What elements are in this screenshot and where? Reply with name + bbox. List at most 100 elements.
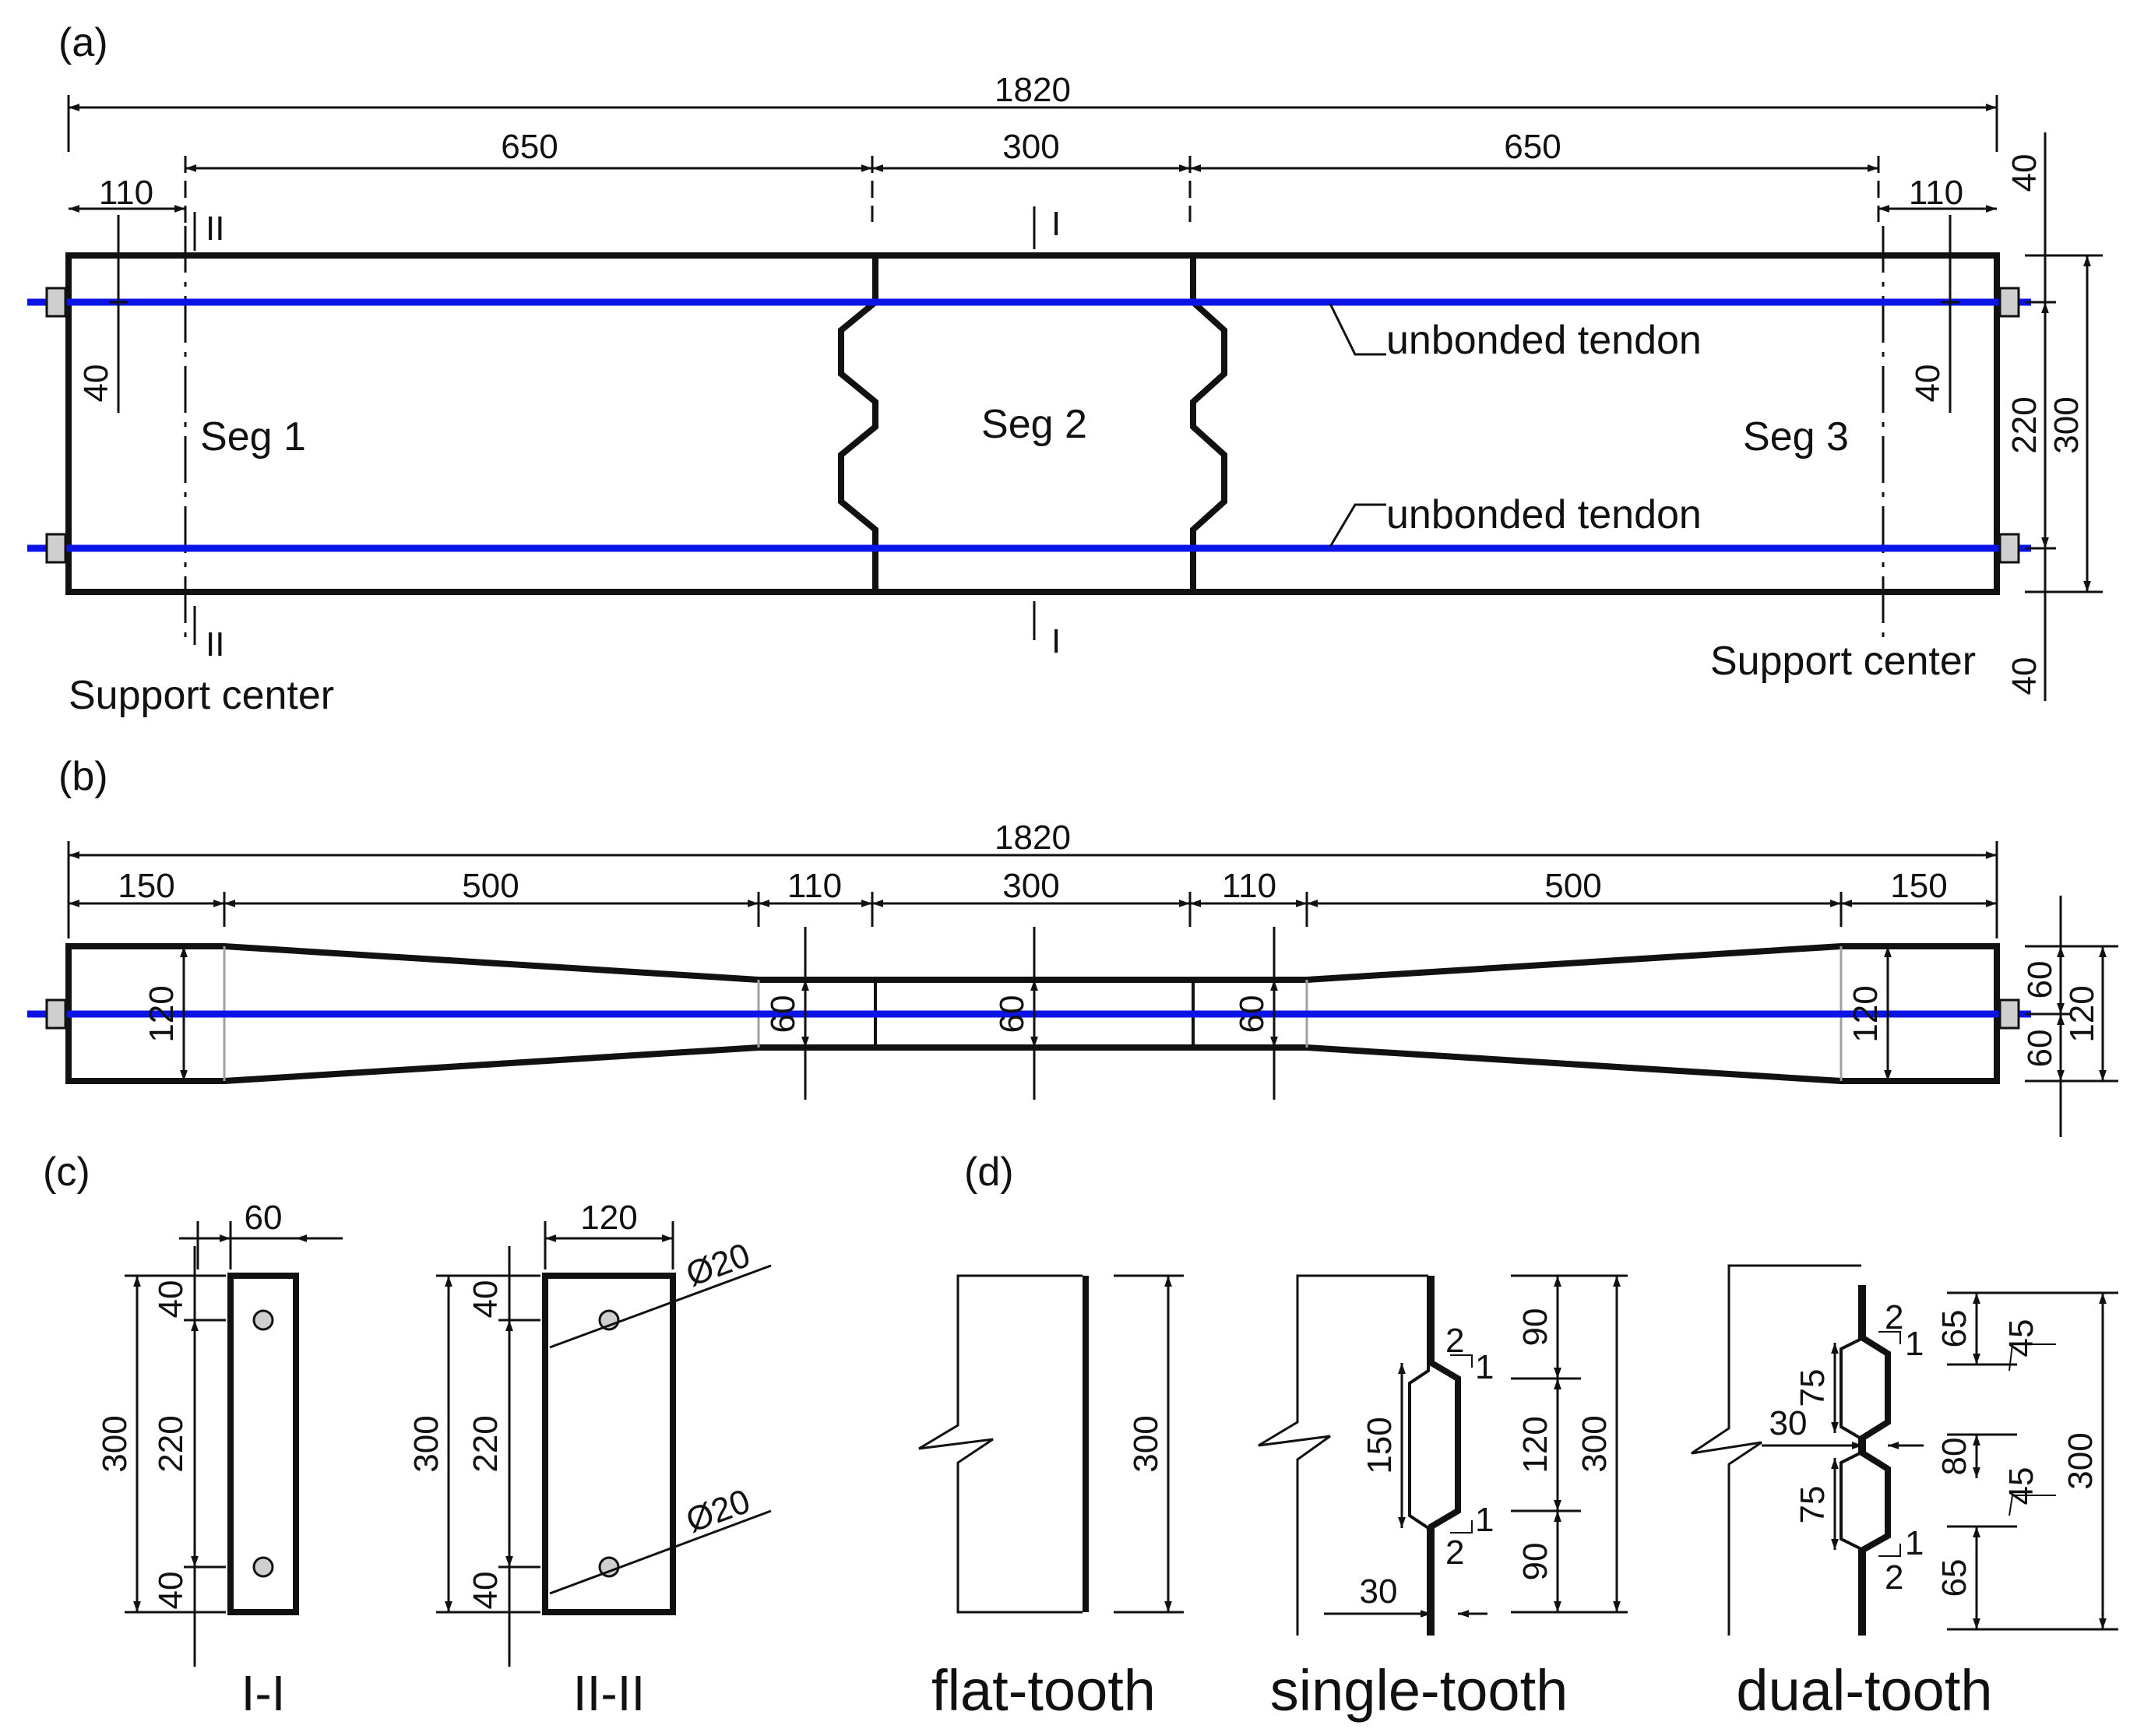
width-120-left: 120 bbox=[143, 985, 181, 1042]
dual-slope-c: 1 bbox=[1905, 1524, 1924, 1562]
section-ii-outline bbox=[542, 1273, 676, 1615]
anchor-plan-left bbox=[45, 998, 67, 1030]
dim-500-left: 500 bbox=[462, 867, 519, 905]
dual-angle-b: 45 bbox=[2002, 1467, 2040, 1505]
tendon-hole-i-top bbox=[252, 1309, 274, 1331]
section-i-outline bbox=[227, 1273, 299, 1615]
dim-1820-a: 1820 bbox=[995, 71, 1071, 109]
dim-650-right: 650 bbox=[1504, 128, 1561, 166]
panel-c-label: (c) bbox=[43, 1150, 90, 1195]
dim-110-b-right: 110 bbox=[1222, 867, 1276, 905]
panel-a-label: (a) bbox=[58, 20, 108, 65]
tendon-leader-top bbox=[1329, 303, 1386, 356]
section-ii-depth: 300 bbox=[407, 1415, 445, 1472]
single-depth-a: 90 bbox=[1516, 1308, 1554, 1347]
dim-spans-a: 650 300 650 bbox=[184, 128, 1880, 257]
section-i-cover-bottom: 40 bbox=[152, 1572, 190, 1610]
beam-outline bbox=[65, 252, 2000, 595]
anchor-right-top bbox=[1998, 287, 2020, 318]
dim-60-bottom-b: 60 bbox=[2021, 1030, 2059, 1068]
dim-overall-a: 1820 bbox=[67, 71, 1998, 152]
section-i-width: 60 bbox=[245, 1199, 283, 1237]
section-ii-width: 120 bbox=[580, 1199, 637, 1237]
width-60-mid: 60 bbox=[993, 995, 1031, 1034]
section-ii-ii: 120 300 40 220 40 Ø20 Ø20 II-II bbox=[407, 1199, 772, 1721]
dim-overall-b: 1820 bbox=[67, 819, 1998, 938]
dim-300-b: 300 bbox=[1002, 867, 1059, 905]
cut-i-top-label: I bbox=[1051, 205, 1061, 243]
dim-110-left: 110 bbox=[99, 174, 153, 212]
single-slope-c: 1 bbox=[1475, 1501, 1494, 1539]
single-depth-total: 300 bbox=[1575, 1415, 1614, 1472]
flat-depth: 300 bbox=[1127, 1415, 1165, 1472]
joint-right bbox=[1190, 255, 1227, 592]
dim-left-cover: 40 bbox=[77, 364, 115, 403]
dim-depth-300: 300 bbox=[2047, 396, 2086, 453]
dual-depth-a: 65 bbox=[1935, 1310, 1973, 1348]
dual-angle-a: 45 bbox=[2002, 1319, 2040, 1357]
hole-dia-bottom: Ø20 bbox=[681, 1482, 755, 1540]
dim-1820-b: 1820 bbox=[995, 819, 1071, 857]
dim-vertical-right-b: 60 60 120 bbox=[2021, 896, 2118, 1137]
panel-c-sections: (c) 60 300 40 220 40 I-I 120 bbox=[43, 1150, 772, 1721]
support-label-right: Support center bbox=[1710, 639, 1976, 684]
single-depth-b: 120 bbox=[1516, 1416, 1554, 1473]
flat-tooth-label: flat-tooth bbox=[931, 1658, 1156, 1723]
section-i-i: 60 300 40 220 40 I-I bbox=[96, 1199, 343, 1721]
tendon-leader-bottom bbox=[1329, 503, 1386, 548]
panel-b-label: (b) bbox=[58, 754, 108, 799]
cut-i-bottom-label: I bbox=[1051, 622, 1061, 660]
dual-tooth-label: dual-tooth bbox=[1736, 1658, 1992, 1723]
seg-1-label: Seg 1 bbox=[200, 414, 306, 460]
anchor-left-bottom bbox=[45, 533, 67, 564]
dual-offset: 30 bbox=[1769, 1404, 1808, 1442]
single-joint-face bbox=[1428, 1276, 1461, 1636]
tendon-label-top: unbonded tendon bbox=[1386, 318, 1702, 363]
dim-vertical-right-a: 40 220 300 40 bbox=[2005, 132, 2103, 701]
hole-dia-top: Ø20 bbox=[681, 1236, 755, 1294]
tendon-hole-i-bottom bbox=[252, 1556, 274, 1578]
single-tooth-height: 150 bbox=[1361, 1417, 1399, 1474]
single-slope-d: 2 bbox=[1445, 1534, 1464, 1572]
tendon-label-bottom: unbonded tendon bbox=[1386, 492, 1702, 537]
dim-right-cover: 40 bbox=[1909, 364, 1947, 403]
single-offset: 30 bbox=[1360, 1572, 1398, 1611]
section-ii-inner: 220 bbox=[466, 1415, 505, 1472]
dual-slope-d: 2 bbox=[1885, 1558, 1903, 1597]
width-120-right: 120 bbox=[1847, 985, 1885, 1042]
dim-top-cover: 40 bbox=[2005, 154, 2044, 192]
joint-single-tooth: 150 2 1 1 2 30 90 120 90 300 single-toot… bbox=[1258, 1274, 1628, 1723]
dual-slope-a: 2 bbox=[1885, 1298, 1903, 1336]
support-label-left: Support center bbox=[69, 673, 334, 718]
dim-end-offsets-a: 110 110 bbox=[69, 174, 1997, 213]
width-60-left: 60 bbox=[764, 995, 802, 1034]
dim-500-right: 500 bbox=[1544, 867, 1601, 905]
panel-b-plan: (b) 1820 150 500 110 300 110 500 150 bbox=[27, 754, 2118, 1137]
panel-d-joints: (d) 300 flat-tooth 150 2 1 1 2 30 90 bbox=[918, 1150, 2118, 1723]
joint-dual-tooth: 75 75 2 1 1 2 30 65 80 65 300 45 45 dual… bbox=[1691, 1264, 2118, 1723]
hole-leader-top bbox=[549, 1264, 772, 1349]
width-60-right: 60 bbox=[1233, 995, 1271, 1034]
cut-ii-bottom-label: II bbox=[206, 625, 224, 664]
single-slope-b: 1 bbox=[1475, 1348, 1494, 1386]
dual-tooth-height-a: 75 bbox=[1794, 1369, 1832, 1407]
anchor-plan-right bbox=[1998, 998, 2020, 1030]
dim-110-b-left: 110 bbox=[787, 867, 842, 905]
dual-depth-b: 80 bbox=[1935, 1438, 1973, 1476]
dual-tooth-height-b: 75 bbox=[1794, 1486, 1832, 1524]
section-i-cover-top: 40 bbox=[152, 1280, 190, 1319]
section-i-label: I-I bbox=[241, 1665, 286, 1721]
joint-left bbox=[838, 255, 878, 592]
panel-a-elevation: (a) 1820 650 300 650 110 110 bbox=[27, 20, 2103, 718]
single-slope-a: 2 bbox=[1445, 1322, 1464, 1360]
anchor-left-top bbox=[45, 287, 67, 318]
dim-inner-220: 220 bbox=[2005, 396, 2044, 453]
dual-depth-total: 300 bbox=[2061, 1432, 2100, 1489]
dual-depth-c: 65 bbox=[1935, 1559, 1973, 1597]
joint-flat-tooth: 300 flat-tooth bbox=[918, 1274, 1184, 1723]
single-depth-c: 90 bbox=[1516, 1543, 1554, 1581]
section-ii-label: II-II bbox=[573, 1665, 645, 1721]
dim-120-b: 120 bbox=[2063, 985, 2101, 1042]
anchor-right-bottom bbox=[1998, 533, 2020, 564]
